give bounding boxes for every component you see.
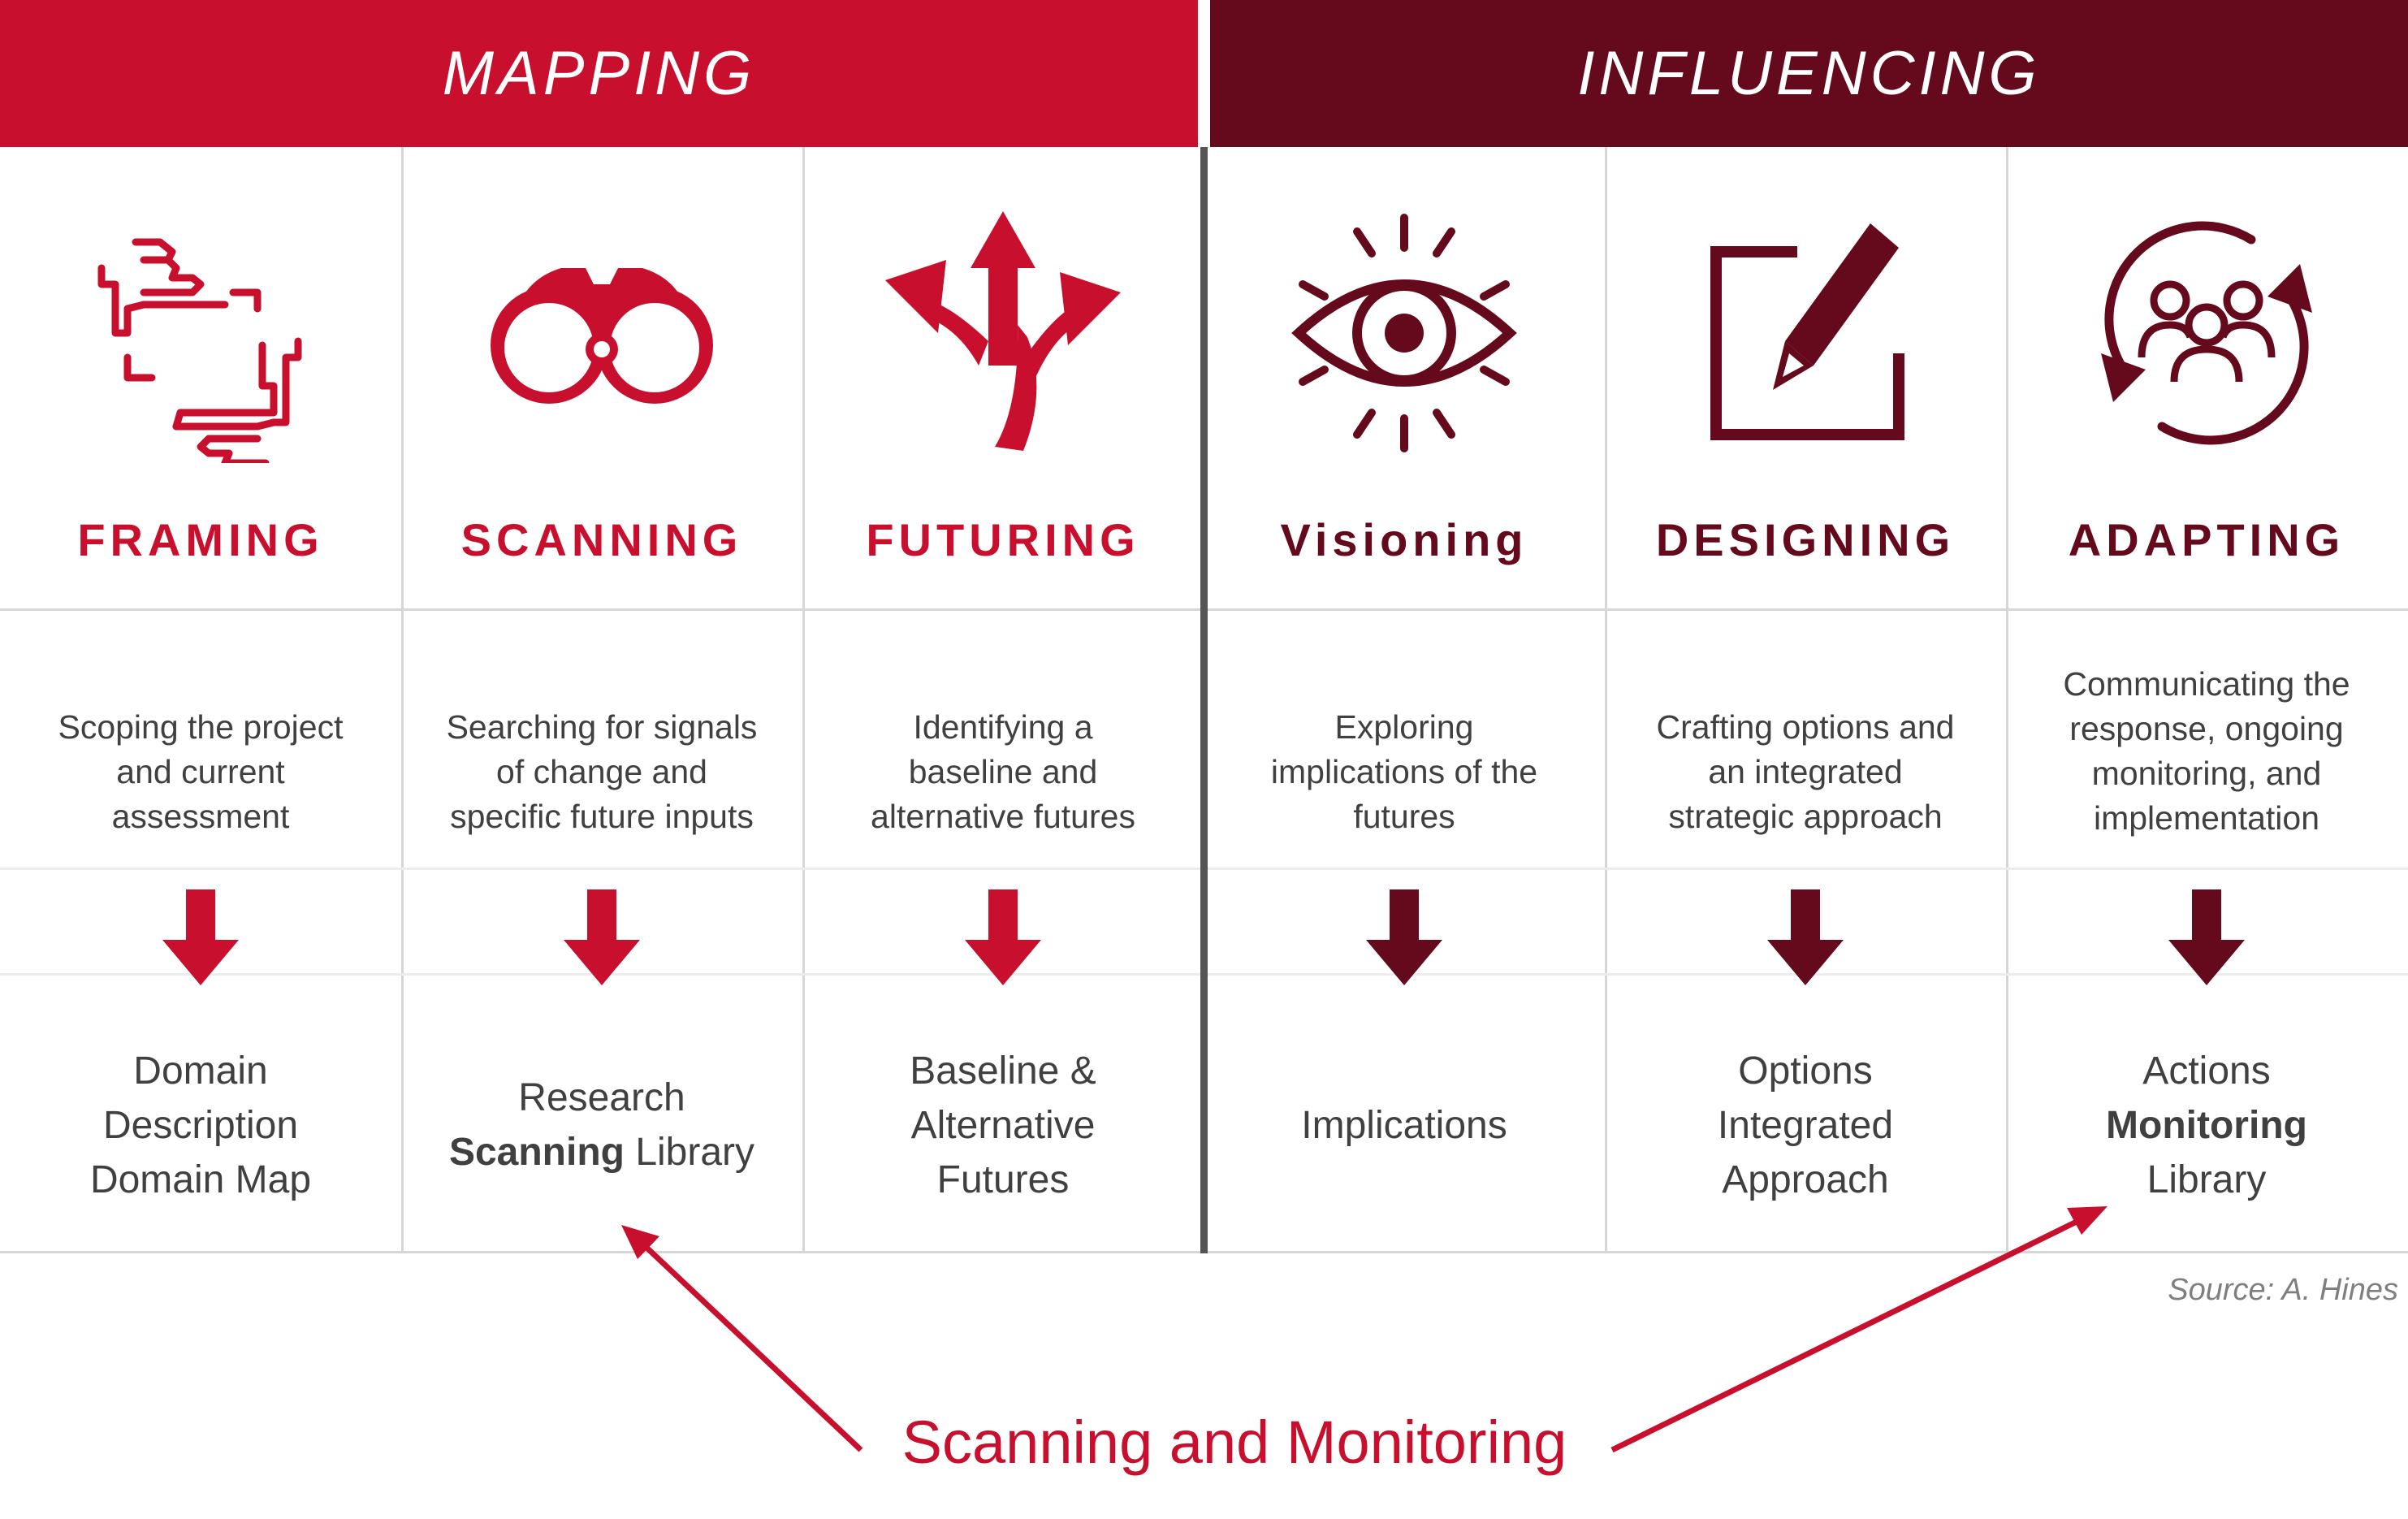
- description-line: strategic approach: [1668, 797, 1943, 835]
- mapping-header: MAPPING: [0, 0, 1198, 147]
- phase-description: Scoping the project and current assessme…: [20, 650, 381, 894]
- callout-label: Scanning and Monitoring: [901, 1409, 1567, 1476]
- phase-name: Visioning: [1280, 514, 1528, 565]
- output-line: Scanning Library: [449, 1125, 754, 1179]
- phase-output: Baseline & Alternative Futures: [811, 999, 1195, 1251]
- output-emphasis: Scanning: [448, 1131, 625, 1174]
- callout-arrow-right: [1610, 1215, 2085, 1453]
- output-line: Domain: [133, 1049, 268, 1093]
- description-line: Searching for signals: [446, 708, 758, 746]
- description-line: implications of the: [1270, 752, 1538, 790]
- influencing-header-label: INFLUENCING: [1577, 39, 2041, 108]
- down-arrow-icon: [2168, 889, 2245, 985]
- phase-framing: FRAMING Scoping the project and current …: [0, 0, 401, 1251]
- phase-output: Options Integrated Approach: [1613, 999, 1998, 1251]
- phase-futuring: FUTURING Identifying a baseline and alte…: [802, 0, 1204, 1251]
- output-line: Actions: [2142, 1049, 2271, 1093]
- down-arrow-icon: [1767, 889, 1844, 985]
- eye-icon: [1291, 214, 1517, 452]
- description-line: Crafting options and: [1656, 708, 1955, 746]
- phase-output: Research Scanning Library: [409, 999, 794, 1251]
- description-line: alternative futures: [871, 797, 1135, 835]
- callout-arrowhead-left: [621, 1225, 659, 1259]
- mapping-header-label: MAPPING: [442, 39, 756, 108]
- phase-output: Actions Monitoring Library: [2014, 999, 2399, 1251]
- phase-name: DESIGNING: [1655, 514, 1956, 565]
- description-line: response, ongoing: [2069, 710, 2344, 747]
- output-line: Monitoring: [2106, 1098, 2307, 1153]
- output-line: Description: [102, 1103, 299, 1147]
- phase-name: SCANNING: [460, 514, 743, 565]
- description-line: Exploring: [1334, 708, 1474, 746]
- diverging-arrows-icon: [885, 211, 1121, 451]
- description-line: an integrated: [1708, 752, 1903, 790]
- framing-hands-icon: [97, 238, 302, 463]
- phase-output: Domain Description Domain Map: [8, 999, 393, 1251]
- description-line: Communicating the: [2063, 665, 2350, 703]
- grid-line: [1605, 147, 1607, 1252]
- output-line: Implications: [1301, 1103, 1507, 1147]
- binoculars-icon: [491, 268, 713, 404]
- description-line: monitoring, and: [2091, 755, 2322, 792]
- phase-description: Exploring implications of the futures: [1224, 650, 1584, 894]
- output-line: Integrated: [1717, 1103, 1894, 1147]
- description-line: and current: [116, 752, 285, 790]
- grid-line: [2006, 147, 2008, 1252]
- source-credit: Source: A. Hines: [2168, 1273, 2398, 1307]
- down-arrow-icon: [162, 889, 239, 985]
- output-line: Options: [1738, 1049, 1873, 1093]
- influencing-header: INFLUENCING: [1210, 0, 2408, 147]
- people-cycle-icon: [2101, 221, 2312, 445]
- callout-arrow-left: [639, 1240, 863, 1452]
- description-line: assessment: [111, 797, 290, 835]
- phase-description: Crafting options and an integrated strat…: [1625, 650, 1986, 894]
- output-emphasis: Monitoring: [2106, 1103, 2307, 1147]
- down-arrow-icon: [965, 889, 1041, 985]
- output-line: Futures: [936, 1158, 1070, 1201]
- mapping-influencing-divider: [1200, 147, 1208, 1253]
- output-line: Domain Map: [89, 1158, 312, 1201]
- down-arrow-icon: [1366, 889, 1442, 985]
- phase-name: FRAMING: [77, 514, 324, 565]
- phase-scanning: SCANNING Searching for signals of change…: [401, 0, 802, 1251]
- description-line: implementation: [2093, 799, 2319, 837]
- output-line: Baseline &: [910, 1049, 1096, 1093]
- phase-name: FUTURING: [866, 514, 1140, 565]
- pencil-edit-icon: [1710, 223, 1904, 440]
- phase-description: Identifying a baseline and alternative f…: [823, 650, 1183, 894]
- description-line: of change and: [496, 752, 707, 790]
- description-line: Identifying a: [913, 708, 1093, 746]
- phase-adapting: ADAPTING Communicating the response, ong…: [2006, 0, 2407, 1251]
- output-line: Library: [2146, 1158, 2267, 1201]
- phase-output: Implications: [1212, 999, 1597, 1251]
- output-line: Alternative: [910, 1103, 1096, 1147]
- phase-name: ADAPTING: [2068, 514, 2345, 565]
- output-line: Research: [518, 1076, 685, 1119]
- description-line: baseline and: [908, 752, 1098, 790]
- description-line: specific future inputs: [450, 797, 754, 835]
- callout-arrowhead-right: [2067, 1206, 2108, 1235]
- phase-description: Searching for signals of change and spec…: [422, 650, 782, 894]
- down-arrow-icon: [564, 889, 640, 985]
- phase-description: Communicating the response, ongoing moni…: [2026, 630, 2387, 873]
- grid-line: [802, 147, 805, 1252]
- description-line: futures: [1353, 797, 1455, 835]
- phase-visioning: Visioning Exploring implications of the …: [1204, 0, 1605, 1251]
- description-line: Scoping the project: [58, 708, 344, 746]
- phase-designing: DESIGNING Crafting options and an integr…: [1605, 0, 2006, 1251]
- output-text: Library: [624, 1131, 755, 1174]
- output-line: Approach: [1722, 1158, 1889, 1201]
- grid-line: [401, 147, 404, 1252]
